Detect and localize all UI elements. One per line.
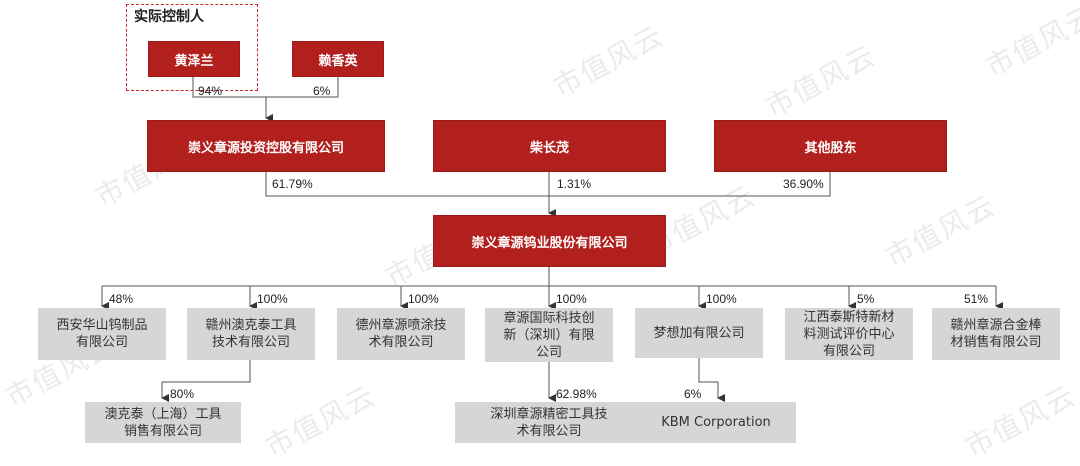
line: 深圳章源精密工具技 [490,406,608,422]
pct-sub-7: 51% [964,292,989,306]
controller-title: 实际控制人 [134,9,204,25]
line: 材销售有限公司 [950,335,1042,350]
line: 公司 [535,344,562,360]
subsidiary-zhangyuan-intl: 章源国际科技创新（深圳）有限公司 [485,308,613,362]
connector-lines [101,77,1003,402]
person-lai-xiangying: 赖香英 [292,41,384,77]
subsidiary-jiangxi-taisite: 江西泰斯特新材料测试评价中心有限公司 [785,308,913,360]
subsidiary-kbm-corporation: KBM Corporation [636,402,796,443]
pct-chai-changmao: 1.31% [557,177,592,191]
pct-sub-4: 100% [556,292,587,306]
pct-lai-xiangying: 6% [313,84,331,98]
line: 术有限公司 [368,335,434,350]
pct-sub-5: 100% [706,292,737,306]
main-company: 崇义章源钨业股份有限公司 [433,215,666,267]
line: 有限公司 [822,343,875,359]
line: 江西泰斯特新材 [803,309,895,325]
subsidiary-dezhou-spray: 德州章源喷涂技术有限公司 [337,308,465,360]
pct-sub-3: 100% [408,292,439,306]
pct-sub-2: 100% [257,292,288,306]
subsidiary-xian-huashan: 西安华山钨制品有限公司 [38,308,166,360]
line: 澳克泰（上海）工具 [104,406,222,422]
connector [698,358,725,402]
line: 料测试评价中心 [803,326,895,342]
line: 章源国际科技创 [503,310,595,326]
subsidiary-mengxiangjia: 梦想加有限公司 [635,308,763,358]
line: 新（深圳）有限 [503,327,595,343]
line: 赣州章源合金棒 [950,318,1042,333]
line: 西安华山钨制品 [56,318,148,333]
subsidiary-ganzhou-aoketai: 赣州澳克泰工具技术有限公司 [187,308,315,360]
pct-sub2-3: 6% [684,387,702,401]
line: 梦想加有限公司 [653,325,745,341]
line: 有限公司 [75,335,128,350]
line: 销售有限公司 [123,423,202,439]
pct-huang-zelan: 94% [198,84,223,98]
subsidiary-ganzhou-alloy: 赣州章源合金棒材销售有限公司 [932,308,1060,360]
person-huang-zelan: 黄泽兰 [148,41,240,77]
shareholder-chai-changmao: 柴长茂 [433,120,666,172]
line: 技术有限公司 [211,335,290,350]
connector [265,172,831,197]
controller-frame [126,4,258,91]
line: 赣州澳克泰工具 [205,318,297,333]
pct-sub2-2: 62.98% [556,387,597,401]
connector [161,360,251,402]
subsidiary-aoketai-shanghai: 澳克泰（上海）工具销售有限公司 [85,402,241,443]
shareholder-holding-company: 崇义章源投资控股有限公司 [147,120,385,172]
pct-sub-1: 48% [109,292,134,306]
pct-sub2-1: 80% [170,387,195,401]
line: KBM Corporation [661,415,771,430]
pct-holding-company: 61.79% [272,177,313,191]
subsidiary-shenzhen-precision: 深圳章源精密工具技术有限公司 [455,402,643,443]
line: 德州章源喷涂技 [355,318,447,333]
pct-others: 36.90% [783,177,824,191]
pct-sub-6: 5% [857,292,875,306]
line: 术有限公司 [516,423,582,439]
shareholder-others: 其他股东 [714,120,947,172]
